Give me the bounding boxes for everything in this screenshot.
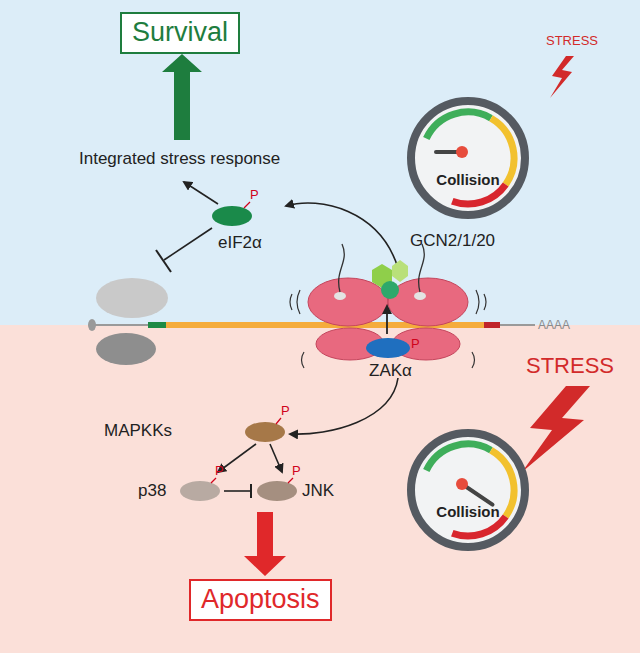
phospho-mark: P [250, 188, 259, 202]
activation-arrow [184, 182, 218, 204]
survival-arrow [162, 54, 202, 140]
lightning-bolt [550, 56, 574, 98]
phospho-mark: P [281, 404, 290, 418]
annotation-label: Integrated stress response [79, 150, 280, 169]
annotation-label: AAAA [538, 319, 570, 332]
start-codon [148, 322, 166, 328]
apoptosis-band [0, 325, 640, 653]
gauge-label: Collision [406, 504, 530, 521]
annotation-label: p38 [138, 482, 166, 501]
eif2a-protein [212, 206, 252, 226]
inhibition-bar [156, 250, 171, 272]
gauge-arc [426, 444, 491, 471]
p38-protein [180, 481, 220, 501]
activation-arrow [270, 444, 282, 472]
annotation-label: STRESS [526, 354, 614, 378]
inhibition-line [224, 490, 250, 492]
jnk-protein [257, 481, 297, 501]
gauge-graphic [406, 428, 530, 552]
survival-band [0, 0, 640, 325]
zak-alpha-protein [366, 338, 410, 358]
phospho-stalk [288, 478, 293, 483]
outcome-text: Apoptosis [201, 585, 320, 615]
activation-arrow [218, 444, 256, 472]
gcn2-complex [372, 260, 408, 299]
collided-ribosomes [308, 244, 468, 360]
gauge-label: Collision [406, 172, 530, 189]
annotation-label: eIF2α [218, 234, 262, 253]
outcome-box: Survival [120, 12, 240, 54]
outcome-text: Survival [132, 18, 228, 48]
motion-marks [290, 290, 486, 368]
gauge-graphic [406, 96, 530, 220]
annotation-label: GCN2/1/20 [410, 232, 495, 251]
gauge-arc [426, 112, 491, 139]
gauge-pivot [456, 146, 468, 158]
annotation-label: MAPKKs [104, 422, 172, 441]
phospho-stalk [211, 478, 216, 483]
collision-gauge: Collision [406, 96, 530, 220]
stop-codon [484, 322, 500, 328]
outcome-box: Apoptosis [189, 579, 332, 621]
phospho-stalk [276, 418, 281, 424]
activation-arrow [290, 378, 398, 434]
gauge-pivot [456, 478, 468, 490]
phospho-mark: P [292, 464, 301, 478]
free-ribosome-small [96, 333, 156, 365]
lightning-bolt [522, 386, 590, 472]
apoptosis-arrow [244, 512, 286, 576]
gauge-face [411, 101, 525, 215]
annotation-label: JNK [302, 482, 334, 501]
activation-arrow [286, 203, 398, 268]
annotation-label: STRESS [546, 34, 598, 48]
collision-gauge: Collision [406, 428, 530, 552]
activation-arrow [386, 306, 388, 334]
inhibition-line [164, 228, 212, 260]
annotation-label: ZAKα [369, 362, 412, 381]
mapkk-protein [245, 422, 285, 442]
inhibition-bar [250, 484, 252, 498]
free-ribosome-large [96, 278, 168, 318]
phospho-mark: P [215, 464, 224, 478]
mrna-cap [88, 319, 96, 331]
gauge-face [411, 433, 525, 547]
phospho-stalk [244, 202, 250, 208]
phospho-mark: P [411, 337, 420, 351]
